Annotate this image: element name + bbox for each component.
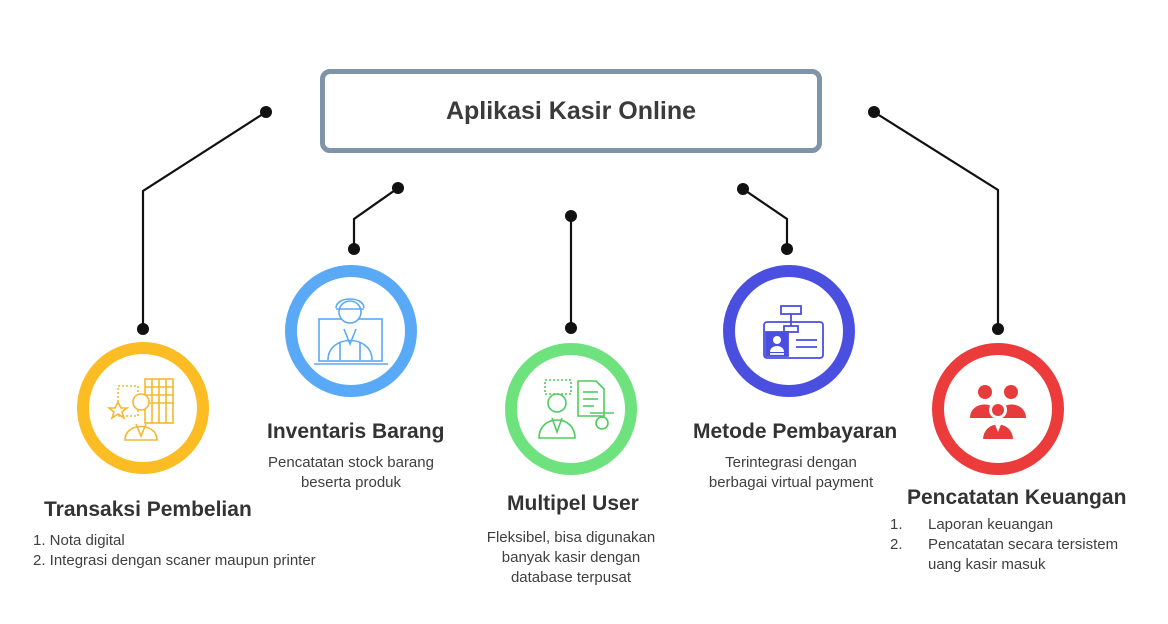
keuangan-item-number: 2. bbox=[890, 536, 903, 553]
connector-inventaris bbox=[352, 187, 399, 249]
metode-heading: Metode Pembayaran bbox=[693, 420, 898, 443]
multi-user-document-icon bbox=[538, 379, 614, 439]
connector-dot bbox=[565, 322, 577, 334]
keuangan-item: uang kasir masuk bbox=[890, 555, 1118, 575]
finance-team-icon bbox=[970, 385, 1026, 441]
inventaris-heading: Inventaris Barang bbox=[267, 420, 445, 443]
main-title-box: Aplikasi Kasir Online bbox=[320, 69, 822, 153]
transaksi-item: 1. Nota digital bbox=[33, 532, 125, 549]
connector-dot bbox=[260, 106, 272, 118]
inventory-monitor-icon bbox=[314, 298, 388, 365]
keuangan-item-text: Pencatatan secara tersistem bbox=[928, 536, 1119, 553]
connector-dot bbox=[565, 210, 577, 222]
transaksi-heading: Transaksi Pembelian bbox=[44, 498, 252, 521]
keuangan-item-number: 1. bbox=[890, 516, 903, 533]
transaksi-node bbox=[77, 342, 209, 474]
keuangan-item-text: Laporan keuangan bbox=[928, 516, 1054, 533]
connector-dot bbox=[137, 323, 149, 335]
metode-desc: Terintegrasi dengan berbagai virtual pay… bbox=[676, 453, 906, 493]
metode-desc-line: Terintegrasi dengan bbox=[725, 454, 857, 471]
connector-dot bbox=[392, 182, 404, 194]
connector-dot bbox=[348, 243, 360, 255]
transaksi-list: 1. Nota digital 2. Integrasi dengan scan… bbox=[33, 531, 316, 571]
keuangan-list: 1. Laporan keuangan 2. Pencatatan secara… bbox=[890, 515, 1118, 575]
multipel-desc-line: banyak kasir dengan bbox=[501, 549, 641, 566]
inventaris-node bbox=[285, 265, 417, 397]
multipel-heading: Multipel User bbox=[507, 492, 639, 515]
transaksi-item: 2. Integrasi dengan scaner maupun printe… bbox=[33, 552, 316, 569]
keuangan-item: 1. Laporan keuangan bbox=[890, 515, 1118, 535]
inventaris-desc-line: beserta produk bbox=[300, 474, 402, 491]
multipel-desc-line: database terpusat bbox=[510, 569, 632, 586]
keuangan-item-text: uang kasir masuk bbox=[928, 556, 1046, 573]
payment-card-icon bbox=[763, 305, 824, 359]
keuangan-heading: Pencatatan Keuangan bbox=[907, 486, 1127, 509]
multipel-node bbox=[505, 343, 637, 475]
main-title: Aplikasi Kasir Online bbox=[445, 96, 697, 125]
keuangan-node bbox=[932, 343, 1064, 475]
connector-dot bbox=[992, 323, 1004, 335]
connector-dot bbox=[868, 106, 880, 118]
multipel-desc: Fleksibel, bisa digunakan banyak kasir d… bbox=[456, 528, 686, 588]
connector-dot bbox=[781, 243, 793, 255]
cashier-person-icon bbox=[106, 378, 174, 441]
inventaris-desc-line: Pencatatan stock barang bbox=[268, 454, 434, 471]
connector-metode bbox=[742, 188, 789, 249]
connectors bbox=[141, 111, 1000, 329]
connector-dots bbox=[137, 106, 1004, 335]
inventaris-desc: Pencatatan stock barang beserta produk bbox=[236, 453, 466, 493]
connector-keuangan bbox=[873, 111, 1000, 329]
metode-desc-line: berbagai virtual payment bbox=[708, 474, 874, 491]
connector-transaksi bbox=[141, 111, 267, 329]
connector-dot bbox=[737, 183, 749, 195]
multipel-desc-line: Fleksibel, bisa digunakan bbox=[486, 529, 656, 546]
metode-node bbox=[723, 265, 855, 397]
keuangan-item: 2. Pencatatan secara tersistem bbox=[890, 535, 1118, 555]
